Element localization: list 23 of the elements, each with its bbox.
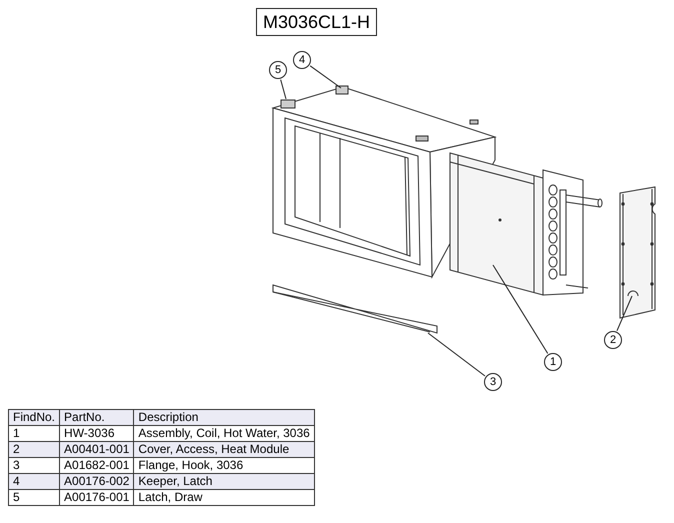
leader-line [310,65,342,88]
part-number: A00176-002 [60,474,134,490]
callout-number: 3 [484,373,502,391]
leader-line [280,79,286,100]
part-number: A00401-001 [60,442,134,458]
leader-line [492,264,548,354]
find-number: 2 [8,442,60,458]
leader-line [616,296,632,332]
part-description: Keeper, Latch [134,474,314,490]
find-number: 4 [8,474,60,490]
column-header: FindNo. [8,410,60,426]
column-header: PartNo. [60,410,134,426]
callout-number: 5 [269,61,287,79]
callout-number: 1 [544,353,562,371]
find-number: 5 [8,490,60,506]
part-description: Cover, Access, Heat Module [134,442,314,458]
part-number: A00176-001 [60,490,134,506]
model-title: M3036CL1-H [256,8,378,36]
callout-number: 4 [293,51,311,69]
callout-number: 2 [604,331,622,349]
column-header: Description [134,410,314,426]
part-description: Latch, Draw [134,490,314,506]
leader-line [428,332,486,376]
